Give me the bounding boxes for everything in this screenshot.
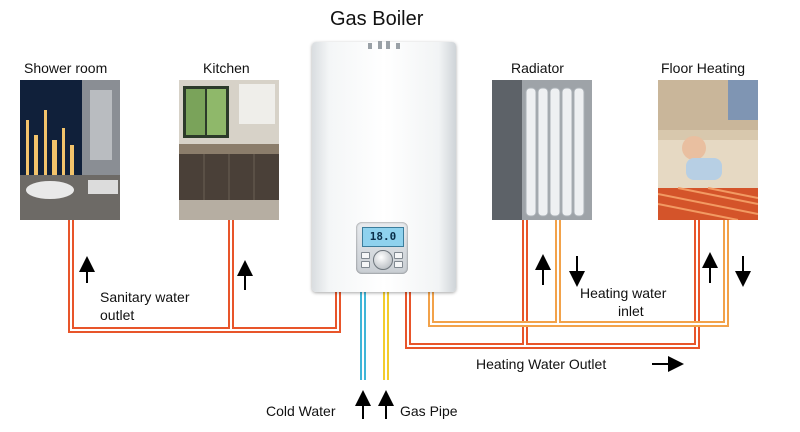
kitchen-photo (179, 80, 279, 220)
diagram-title: Gas Boiler (330, 8, 424, 30)
label-sanitary-line1: Sanitary water (100, 289, 190, 305)
control-panel: 18.0 (356, 222, 408, 274)
label-heating-inlet-line1: Heating water (580, 285, 667, 301)
label-sanitary-line2: outlet (100, 307, 135, 323)
flue-connector (364, 36, 404, 49)
label-heating-water-outlet: Heating Water Outlet (476, 356, 607, 372)
gas-boiler-unit: 18.0 (312, 41, 456, 292)
label-kitchen: Kitchen (203, 60, 250, 76)
floor-heating-photo (658, 80, 758, 220)
radiator-photo (492, 80, 592, 220)
control-knob[interactable] (373, 250, 393, 270)
temperature-display: 18.0 (362, 227, 404, 247)
label-heating-inlet-line2: inlet (618, 303, 644, 319)
panel-button-4[interactable] (394, 261, 403, 268)
shower-room-photo (20, 80, 120, 220)
label-floor-heating: Floor Heating (661, 60, 746, 76)
heating-inlet-pipe (428, 220, 729, 327)
panel-button-2[interactable] (361, 261, 370, 268)
panel-button-1[interactable] (361, 252, 370, 259)
label-cold-water: Cold Water (266, 403, 336, 419)
label-gas-pipe: Gas Pipe (400, 403, 458, 419)
panel-button-3[interactable] (394, 252, 403, 259)
label-shower-room: Shower room (24, 60, 108, 76)
sanitary-outlet-pipe (68, 217, 341, 333)
label-radiator: Radiator (511, 60, 564, 76)
